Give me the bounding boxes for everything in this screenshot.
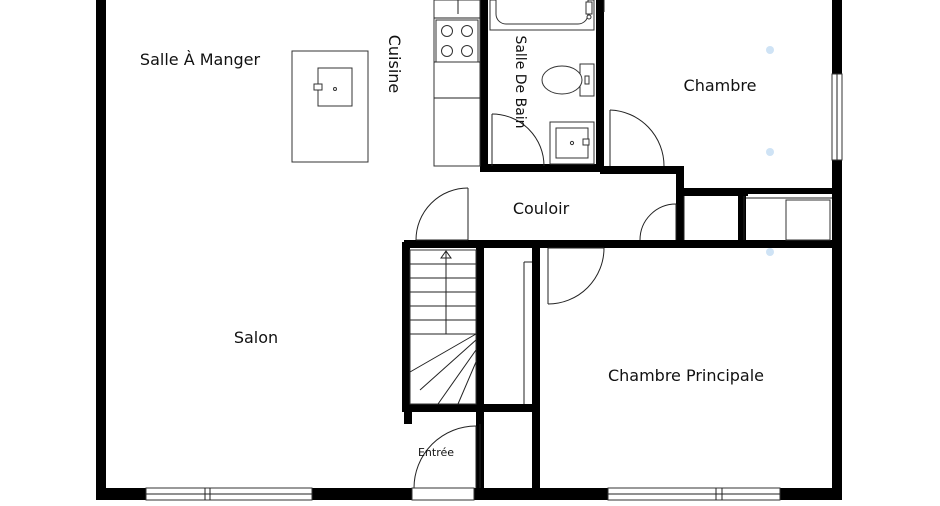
door-arc-entry xyxy=(413,425,477,489)
marker-dot xyxy=(766,248,774,256)
label-chambre: Chambre xyxy=(684,76,757,95)
door-arc-couloir xyxy=(415,187,469,241)
closet-fixtures xyxy=(603,0,832,241)
marker-dot xyxy=(766,148,774,156)
room-labels: Salle À Manger Cuisine Salle De Bain Cha… xyxy=(140,35,764,459)
stair-outline xyxy=(409,249,477,405)
door-arc-closet xyxy=(639,203,677,241)
bath-wall-bottom xyxy=(480,164,604,172)
stair-wall-right xyxy=(476,248,484,412)
label-entree: Entrée xyxy=(418,446,454,459)
label-chambre-principale: Chambre Principale xyxy=(608,366,764,385)
label-salle-a-manger: Salle À Manger xyxy=(140,50,261,69)
corridor-wall-top-right xyxy=(600,166,682,174)
entry-threshold xyxy=(411,487,475,501)
label-salon: Salon xyxy=(234,328,278,347)
entry-wall-left xyxy=(404,404,412,424)
doors xyxy=(411,109,677,501)
stair-wall-bottom xyxy=(402,404,538,412)
door-arc-chambre xyxy=(609,109,665,167)
staircase xyxy=(409,249,532,405)
chambre-wall-bottom xyxy=(746,188,842,194)
marker-dot xyxy=(766,46,774,54)
label-cuisine: Cuisine xyxy=(385,35,404,94)
stair-wall-left xyxy=(402,242,410,412)
outer-wall-bottom-3 xyxy=(474,488,608,500)
stair-arrow-icon xyxy=(440,250,452,259)
corridor-wall-right-post xyxy=(676,166,684,244)
closet-shelf xyxy=(785,199,831,241)
outer-wall-bottom-1 xyxy=(96,488,146,500)
outer-wall-right xyxy=(832,0,842,500)
label-couloir: Couloir xyxy=(513,199,570,218)
bath-wall-right xyxy=(596,0,604,172)
bathroom-fixtures xyxy=(489,0,595,165)
outer-wall-left xyxy=(96,0,106,500)
toilet-bowl-icon xyxy=(541,65,583,95)
door-arc-master xyxy=(547,247,605,305)
cooktop-icon xyxy=(435,19,479,63)
door-arc-bath xyxy=(491,113,545,167)
label-salle-de-bain: Salle De Bain xyxy=(512,35,528,128)
walls xyxy=(96,0,842,500)
outer-wall-bottom-2 xyxy=(312,488,414,500)
corridor-wall-bottom xyxy=(404,240,842,248)
closet-wall-side xyxy=(738,188,746,248)
markers xyxy=(766,46,774,256)
closet-wall-top xyxy=(684,188,748,196)
master-wall-left xyxy=(532,248,540,490)
outer-wall-bottom-4 xyxy=(780,488,842,500)
bath-wall-left xyxy=(480,0,488,172)
windows xyxy=(145,73,843,501)
kitchen-fixtures xyxy=(291,0,481,167)
